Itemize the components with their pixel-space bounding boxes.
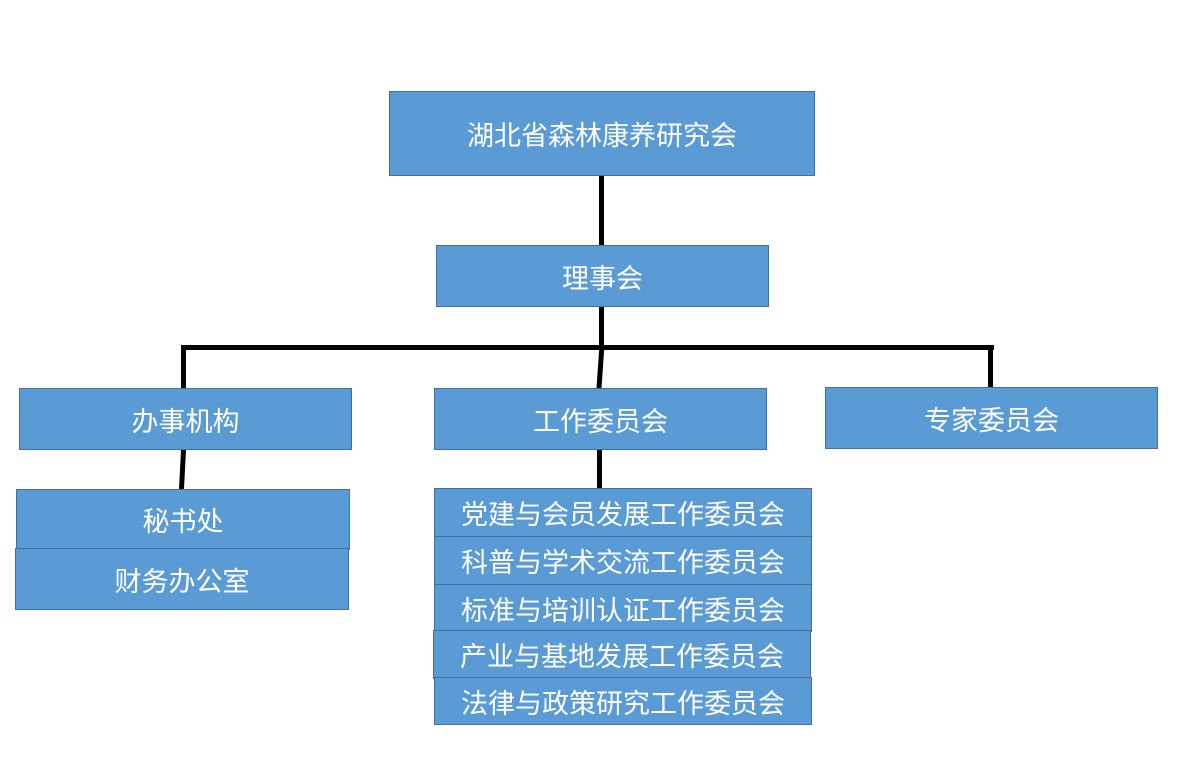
connector-council-bus (599, 306, 604, 350)
connector-horizontal-bus (181, 345, 994, 350)
connector-bus-work-committee (596, 345, 605, 388)
node-committee-science-academic: 科普与学术交流工作委员会 (434, 536, 812, 585)
node-secretariat: 秘书处 (16, 489, 350, 550)
node-committee-law-policy: 法律与政策研究工作委员会 (434, 677, 812, 725)
node-office: 办事机构 (19, 388, 352, 450)
node-council: 理事会 (436, 245, 769, 307)
connector-work-committee-children (597, 449, 602, 489)
node-committee-industry-base: 产业与基地发展工作委员会 (433, 630, 811, 679)
node-finance-office: 财务办公室 (15, 548, 349, 610)
node-root: 湖北省森林康养研究会 (389, 91, 815, 176)
connector-office-children (178, 449, 187, 490)
connector-bus-office (181, 345, 186, 388)
node-committee-standards-training: 标准与培训认证工作委员会 (434, 584, 812, 632)
node-work-committee: 工作委员会 (434, 388, 767, 450)
connector-root-council (599, 175, 604, 246)
node-expert-committee: 专家委员会 (825, 387, 1158, 449)
node-committee-party-membership: 党建与会员发展工作委员会 (434, 488, 812, 537)
connector-bus-expert-committee (988, 345, 993, 388)
